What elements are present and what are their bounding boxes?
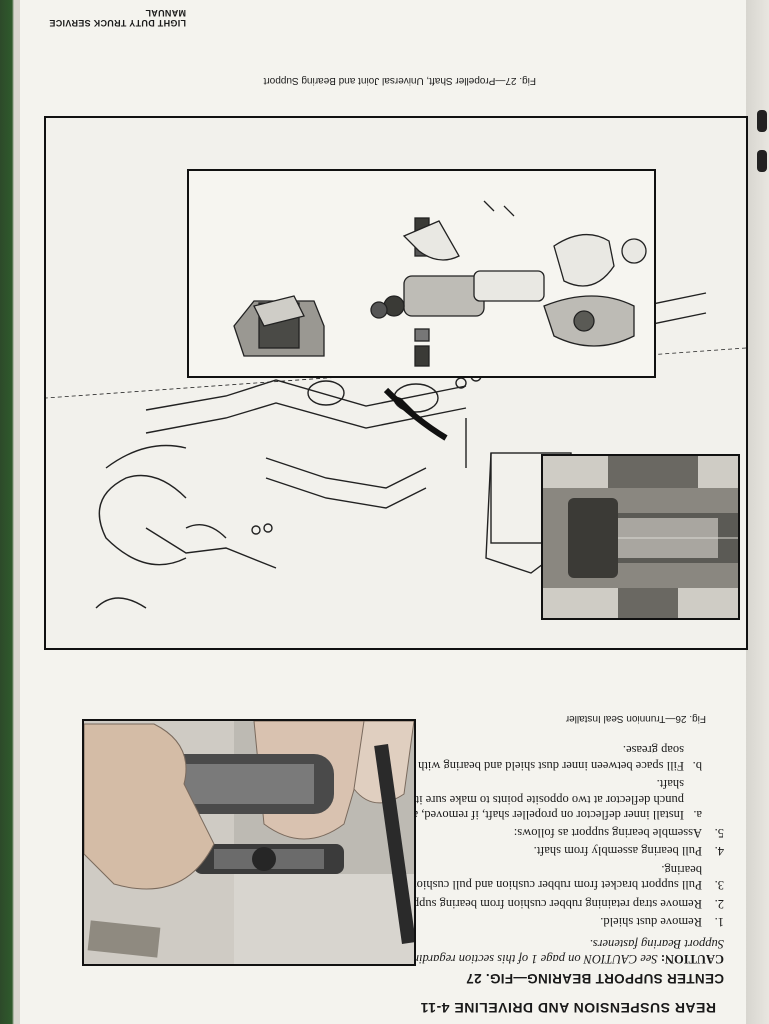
figure-27-drawing bbox=[44, 116, 748, 650]
trunnion-seal-installer-photo bbox=[82, 719, 416, 966]
caution-label: CAUTION: bbox=[660, 952, 724, 967]
section-title: CENTER SUPPORT BEARING—FIG. 27 bbox=[465, 971, 724, 986]
manual-name-footer: LIGHT DUTY TRUCK SERVICE MANUAL bbox=[49, 8, 186, 28]
bearing-support-photo-inset bbox=[541, 454, 740, 620]
exploded-view-inset bbox=[187, 169, 656, 378]
figure-27-caption: Fig. 27—Propeller Shaft, Universal Joint… bbox=[263, 75, 536, 86]
manual-page: REAR SUSPENSION AND DRIVELINE 4-11 CENTE… bbox=[20, 0, 748, 1024]
running-head: REAR SUSPENSION AND DRIVELINE 4-11 bbox=[420, 1000, 716, 1016]
figure-26-caption: Fig. 26—Trunnion Seal Installer bbox=[565, 713, 706, 724]
